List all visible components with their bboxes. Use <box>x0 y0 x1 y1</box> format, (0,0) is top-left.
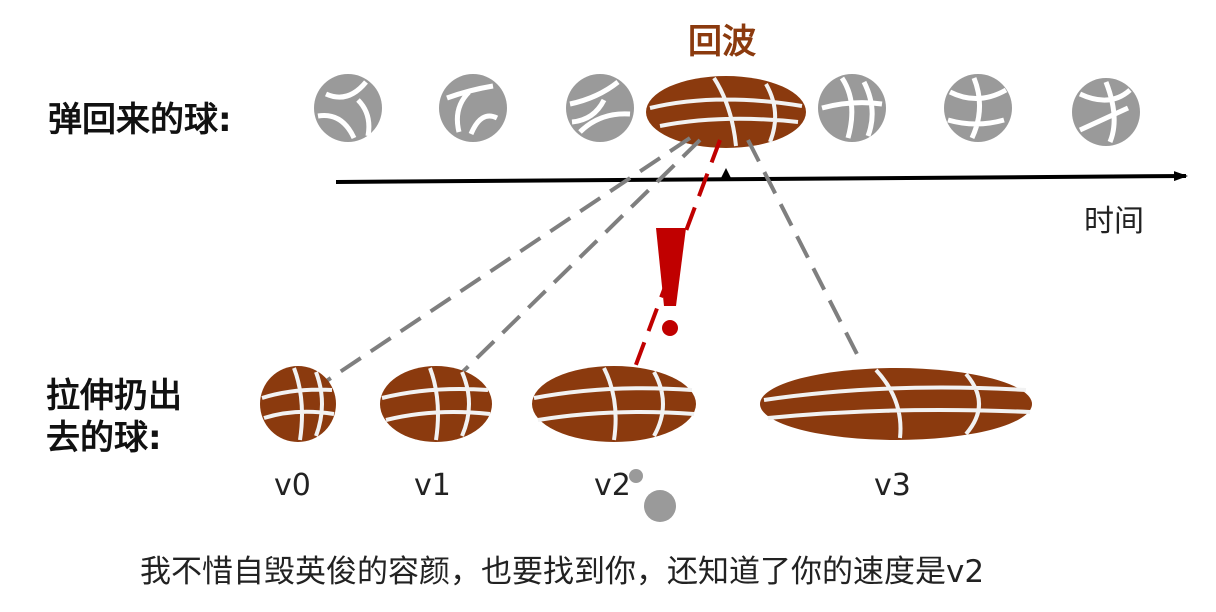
exclamation-mark <box>656 228 686 336</box>
grey-dot-small <box>629 469 643 483</box>
grey-dot-large <box>644 490 676 522</box>
thrown-ball-v2 <box>532 366 696 442</box>
ghost-ball <box>566 74 634 142</box>
dashed-line-v2-match <box>620 139 722 403</box>
echo-title: 回波 <box>688 22 756 62</box>
thrown-ball-v1 <box>380 366 492 442</box>
bounced-balls-label: 弹回来的球: <box>48 100 232 140</box>
dashed-line-v1 <box>434 138 702 400</box>
thrown-balls-label-line1: 拉伸扔出 <box>46 376 182 416</box>
time-axis <box>335 171 1188 184</box>
thrown-ball-v3 <box>760 368 1032 440</box>
velocity-label-v1: v1 <box>414 468 451 503</box>
ghost-ball <box>314 74 382 142</box>
thrown-ball-v0 <box>260 366 336 442</box>
time-axis-label: 时间 <box>1084 204 1144 239</box>
velocity-label-v0: v0 <box>274 468 311 503</box>
ghost-ball <box>1072 78 1140 146</box>
echo-ball <box>646 76 806 148</box>
velocity-label-v2: v2 <box>594 468 631 503</box>
thrown-balls-label-line2: 去的球: <box>46 418 162 458</box>
velocity-label-v3: v3 <box>874 468 911 503</box>
ghost-ball <box>818 74 886 142</box>
axis-tick-marker <box>720 168 732 180</box>
caption: 我不惜自毁英俊的容颜，也要找到你，还知道了你的速度是v2 <box>140 554 985 590</box>
ghost-ball <box>944 74 1012 142</box>
dashed-line-v3 <box>746 139 862 361</box>
dashed-line-v0 <box>296 136 692 402</box>
ghost-ball <box>439 74 507 142</box>
